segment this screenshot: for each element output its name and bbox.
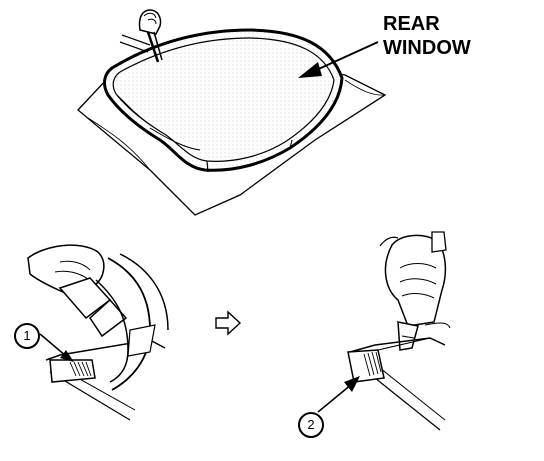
hand-with-tool-top <box>119 9 163 63</box>
step-one-illustration <box>27 244 169 421</box>
callout-two: 2 <box>298 412 324 438</box>
rear-window-glass <box>103 28 344 173</box>
right-arrow-outline-icon <box>215 310 242 336</box>
callout-one: 1 <box>14 323 40 349</box>
rear-window-leader-arrow <box>298 41 379 78</box>
callout-two-leader <box>317 376 360 413</box>
rear-window-label-line2: WINDOW <box>383 37 471 59</box>
callout-one-leader <box>39 333 74 362</box>
rear-window-label-line1: REAR <box>383 13 440 35</box>
step-two-illustration <box>347 231 451 431</box>
